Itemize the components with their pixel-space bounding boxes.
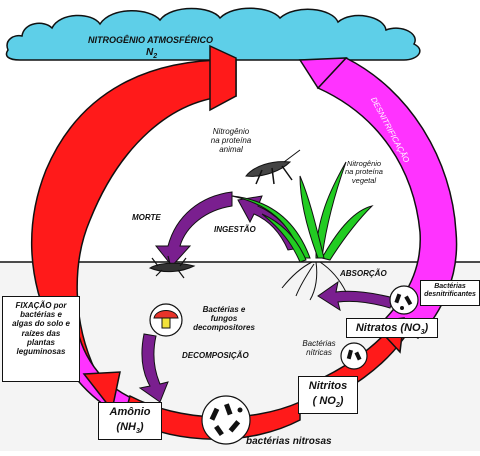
dead-insect-icon	[148, 255, 196, 279]
plant-icon	[231, 161, 374, 301]
decomposers-label: Bactérias e fungos decompositores	[193, 305, 255, 332]
decomposition-arrow	[138, 333, 169, 403]
mushroom-icon	[149, 303, 183, 337]
grasshopper-icon	[245, 149, 301, 185]
nitrous-bacteria-label: bactérias nitrosas	[246, 436, 332, 447]
ammonium-box: Amônio (NH3)	[98, 402, 162, 440]
nitric-bacteria-icon	[340, 342, 368, 370]
absorption-arrow	[317, 280, 395, 312]
animal-protein-label: Nitrogênio na proteína animal	[210, 127, 252, 154]
absorption-label: ABSORÇÃO	[340, 269, 387, 278]
fixation-box: FIXAÇÃO por bactérias e algas do solo e …	[2, 296, 80, 382]
bacteria-icon	[389, 285, 419, 315]
atmospheric-nitrogen-formula: N2	[146, 47, 158, 60]
denitrifying-bacteria-box: Bactérias desnitrificantes	[420, 280, 480, 306]
plant-protein-label: Nitrogênio na proteína vegetal	[345, 159, 383, 185]
ingestion-label: INGESTÃO	[214, 225, 256, 234]
death-label: MORTE	[132, 213, 161, 222]
nitrites-box: Nitritos ( NO2)	[298, 376, 358, 414]
nitrous-bacteria-icon	[201, 395, 251, 445]
cloud-icon	[5, 7, 421, 61]
nitrates-box: Nitratos (NO3)	[346, 318, 438, 338]
nitric-bacteria-label: Bactérias nítricas	[302, 339, 336, 357]
atmospheric-nitrogen-title: NITROGÊNIO ATMOSFÉRICO	[88, 35, 213, 45]
decomposition-label: DECOMPOSIÇÃO	[182, 351, 249, 360]
fixation-arc	[31, 44, 237, 381]
